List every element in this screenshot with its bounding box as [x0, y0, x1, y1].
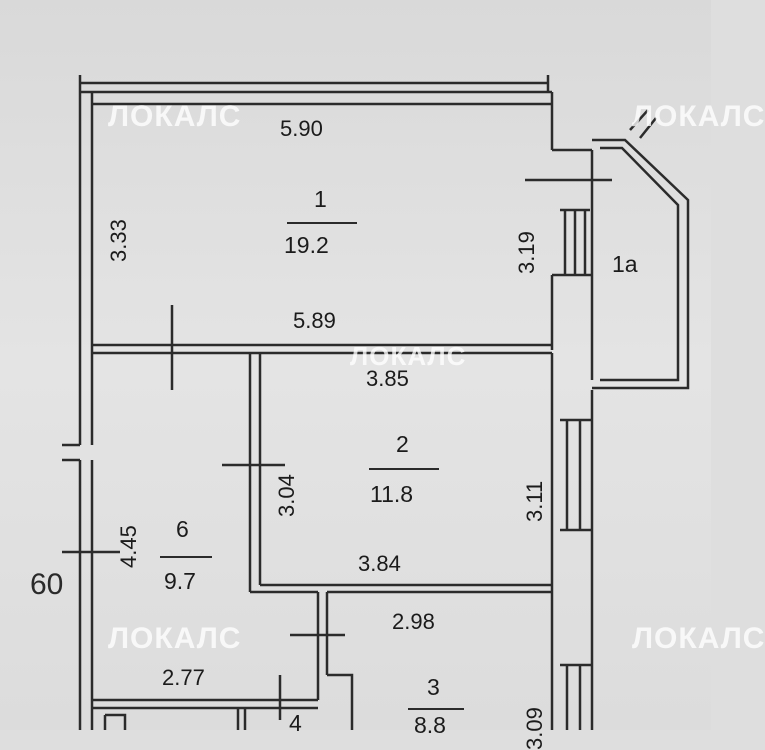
room3-fraction-line [408, 708, 464, 710]
room2-fraction-line [369, 468, 439, 470]
room2-number: 2 [396, 431, 409, 457]
wall-room3 [316, 590, 552, 730]
room1-number: 1 [314, 186, 327, 212]
wall-room6-bottom [92, 675, 318, 730]
outer-wall-left [62, 92, 94, 730]
room6-area: 9.7 [164, 568, 196, 594]
room6-number: 6 [176, 516, 189, 542]
watermark-4: ЛОКАЛС [108, 622, 242, 655]
room3-area: 8.8 [414, 712, 446, 738]
room2-dim-bottom: 3.84 [358, 551, 401, 576]
window-2 [560, 418, 592, 532]
room6-dim-left: 4.45 [116, 525, 141, 568]
floor-plan-drawing [62, 75, 690, 730]
room6-dim-bottom: 2.77 [162, 665, 205, 690]
watermark-3: ЛОКАЛС [350, 341, 467, 371]
room4-number: 4 [289, 710, 302, 736]
room3-dim-right: 3.09 [522, 707, 547, 750]
room2-area: 11.8 [370, 481, 414, 507]
window-1 [552, 148, 592, 277]
balcony-number: 1a [612, 251, 638, 277]
side-dimension-label: 60 [30, 568, 64, 601]
room1-dim-bottom: 5.89 [293, 308, 336, 333]
wall-room1-bottom [92, 343, 552, 355]
room1-dim-top: 5.90 [280, 116, 323, 141]
room2-dim-left: 3.04 [274, 474, 299, 517]
window-3 [560, 663, 592, 730]
room2-dim-right: 3.11 [522, 480, 547, 522]
wall-room2 [248, 353, 552, 594]
outer-wall-right-lower [550, 353, 594, 730]
room1-dim-right: 3.19 [514, 231, 539, 274]
outer-wall-top [80, 90, 552, 106]
room3-dim-top: 2.98 [392, 609, 435, 634]
watermark-1: ЛОКАЛС [108, 100, 242, 133]
watermark-5: ЛОКАЛС [632, 622, 765, 655]
room1-dim-left: 3.33 [106, 219, 131, 262]
dimension-line-top [78, 75, 550, 92]
room1-area: 19.2 [284, 232, 329, 258]
room2-dim-top: 3.85 [366, 366, 409, 391]
room3-number: 3 [427, 674, 440, 700]
watermark-2: ЛОКАЛС [632, 100, 765, 133]
room6-fraction-line [160, 556, 212, 558]
room1-fraction-line [287, 222, 357, 224]
balcony-1a [590, 138, 690, 390]
